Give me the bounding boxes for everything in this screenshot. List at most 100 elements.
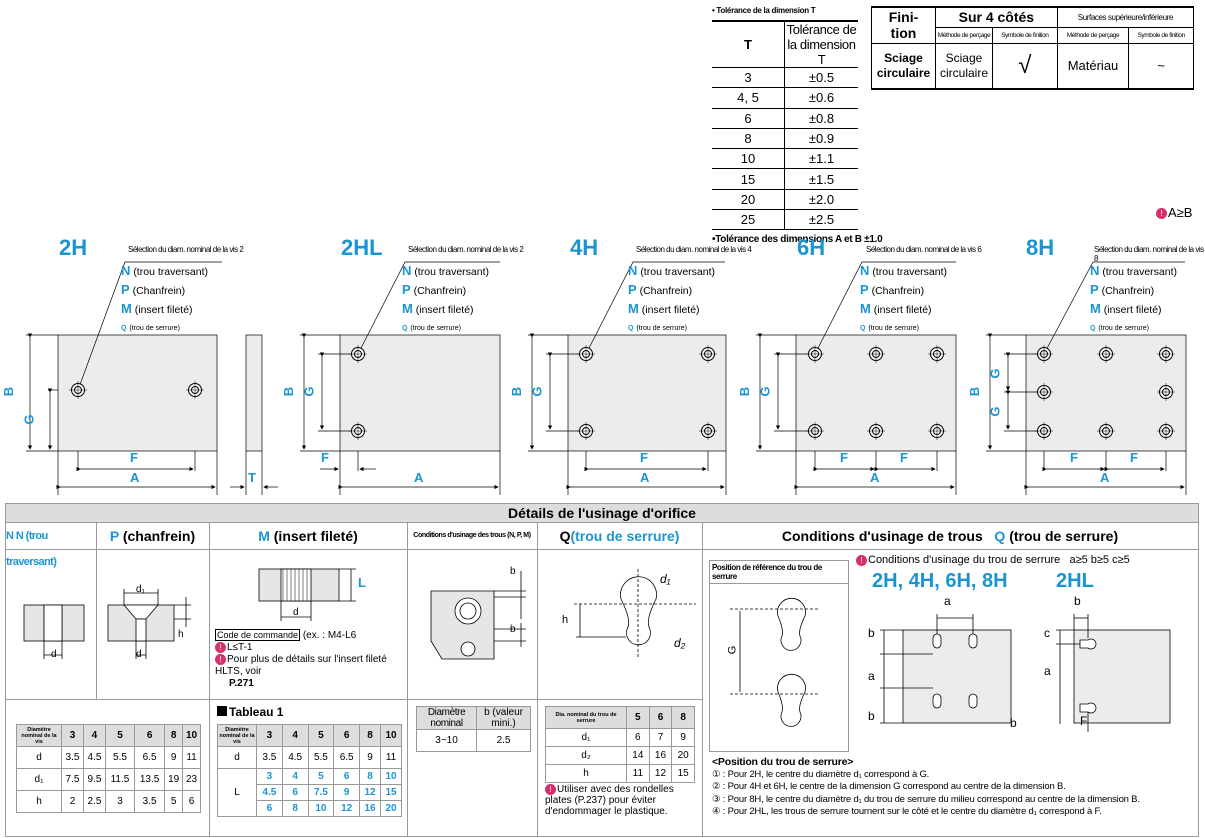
tolerance-col-t: T xyxy=(712,20,785,68)
lbl-l-m: L xyxy=(358,575,366,590)
m-notes: Code de commande (ex. : M4-L6 !L≤T-1 !Po… xyxy=(215,629,387,690)
table-n-cell: d₁ xyxy=(16,768,62,791)
lbl-b-cond: b xyxy=(510,566,516,577)
table-q-cell: d₂ xyxy=(545,746,627,765)
tableau1-d-cell: 6.5 xyxy=(333,746,361,769)
dim-f2-6h: F xyxy=(900,450,908,465)
table-n-cell: 6 xyxy=(182,790,201,813)
table-n-cell: 13.5 xyxy=(134,768,166,791)
tableau1-header-cell: 6 xyxy=(333,724,361,747)
tableau1-header-cell: 10 xyxy=(380,724,402,747)
tolerance-t-cell: 10 xyxy=(712,148,785,170)
table-q-cell: 20 xyxy=(671,746,695,765)
col-m: M (insert fileté) xyxy=(209,523,408,549)
dim-g-2hl: G xyxy=(301,386,317,397)
details-section: Détails de l'usinage d'orifice N N (trou… xyxy=(5,503,1199,837)
table-n-cell: 9.5 xyxy=(82,768,106,791)
tolerance-row: 4, 5±0.6 xyxy=(712,87,858,109)
table-b-val2: 2.5 xyxy=(476,729,531,752)
dim-b-2h: B xyxy=(1,386,17,397)
table-b-val1: 3~10 xyxy=(415,729,478,752)
table-n-cell: 9 xyxy=(164,746,184,769)
hole-codes-2hl: N (trou traversant) P (Chanfrein) M (ins… xyxy=(402,263,490,332)
table-q-cell: 7 xyxy=(648,728,673,747)
table-q-cell: 15 xyxy=(671,764,695,783)
lbl-a-q2: a xyxy=(868,669,875,683)
finition-method-label-2: Méthode de perçage xyxy=(1056,26,1130,44)
detail-drawings xyxy=(23,568,696,660)
tolerance-value-cell: ±0.5 xyxy=(784,67,858,89)
q-cond-note: !Conditions d'usinage du trou de serrure… xyxy=(856,554,1130,566)
table-n-cell: 11 xyxy=(182,746,201,769)
tolerance-title: • Tolérance de la dimension T xyxy=(712,6,816,15)
tableau1-d-cell: 9 xyxy=(359,746,382,769)
tolerance-t-cell: 4, 5 xyxy=(712,87,785,109)
table-n-cell: 19 xyxy=(164,768,184,791)
table-n-cell: 11.5 xyxy=(104,768,136,791)
finition-surf-method: Matériau xyxy=(1056,42,1130,90)
table-n-cell: 3.5 xyxy=(134,790,166,813)
dim-a-2hl: A xyxy=(414,470,424,485)
hole-codes-4h: N (trou traversant) P (Chanfrein) M (ins… xyxy=(628,263,716,332)
dim-t: T xyxy=(248,470,256,485)
dim-g-4h: G xyxy=(529,386,545,397)
tableau1-l-cell: 12 xyxy=(333,800,361,817)
tableau1-l-label: L xyxy=(217,768,257,817)
tolerance-col-tol: Tolérance de la dimension T xyxy=(784,20,858,68)
finition-sides-method: Sciage circulaire xyxy=(935,42,993,90)
finition-tilde-symbol: ~ xyxy=(1128,42,1194,90)
dim-a-8h: A xyxy=(1100,470,1110,485)
tableau1-l-cell: 16 xyxy=(359,800,382,817)
table-n-cell: 5.5 xyxy=(104,746,136,769)
table-n-header-cell: 5 xyxy=(104,724,136,747)
finition-method-label: Méthode de perçage xyxy=(935,26,993,44)
table-n-cell: 6.5 xyxy=(134,746,166,769)
table-q-cell: 14 xyxy=(626,746,650,765)
col-cond: Conditions d'usinage des trous (N, P, M) xyxy=(407,523,538,549)
col-q: Q(trou de serrure) xyxy=(537,523,703,549)
table-q-cell: 9 xyxy=(671,728,695,747)
tableau1-l-cell: 9 xyxy=(333,784,361,801)
tableau1-l-cell: 6 xyxy=(333,768,361,785)
dim-a-6h: A xyxy=(870,470,880,485)
finition-table: Fini-tion Sur 4 côtés Surfaces supérieur… xyxy=(871,6,1195,90)
dim-g2-8h: G xyxy=(987,406,1003,417)
table-n-header-cell: 4 xyxy=(82,724,106,747)
dim-g-6h: G xyxy=(757,386,773,397)
table-q-header-cell: Dia. nominal du trou de serrure xyxy=(545,706,627,729)
tolerance-value-cell: ±0.9 xyxy=(784,128,858,150)
tableau1-d-cell: 3.5 xyxy=(256,746,283,769)
tolerance-value-cell: ±1.1 xyxy=(784,148,858,170)
dim-b-2hl: B xyxy=(281,386,297,397)
lbl-a-q1: a xyxy=(944,594,951,608)
tableau1-l-cell: 4.5 xyxy=(256,784,283,801)
lbl-b-q2: b xyxy=(868,709,875,723)
q-cond-drawings xyxy=(880,614,1171,732)
lbl-d2-q: d₂ xyxy=(674,636,686,650)
dim-f-2hl: F xyxy=(321,450,329,465)
table-q-header-cell: 8 xyxy=(671,706,695,729)
dim-b-8h: B xyxy=(967,386,983,397)
lbl-h-q: h xyxy=(562,614,569,626)
tolerance-t-cell: 3 xyxy=(712,67,785,89)
lbl-c-2hl: c xyxy=(1044,626,1050,640)
lbl-b2-cond: b xyxy=(510,624,516,635)
q-variant-2hl: 2HL xyxy=(1056,570,1094,592)
table-n-cell: 3.5 xyxy=(61,746,84,769)
variant-name-2h: 2H xyxy=(59,235,88,260)
tolerance-footer: •Tolérance des dimensions A et B ±1.0 xyxy=(712,234,883,246)
variant-name-4h: 4H xyxy=(570,235,599,260)
table-n-cell: 2 xyxy=(61,790,84,813)
tableau1-l-cell: 12 xyxy=(359,784,382,801)
table-q-cell: 11 xyxy=(626,764,650,783)
variant-sel-6h: Sélection du diam. nominal de la vis 6 xyxy=(866,245,982,254)
variant-name-2hl: 2HL xyxy=(341,235,383,260)
